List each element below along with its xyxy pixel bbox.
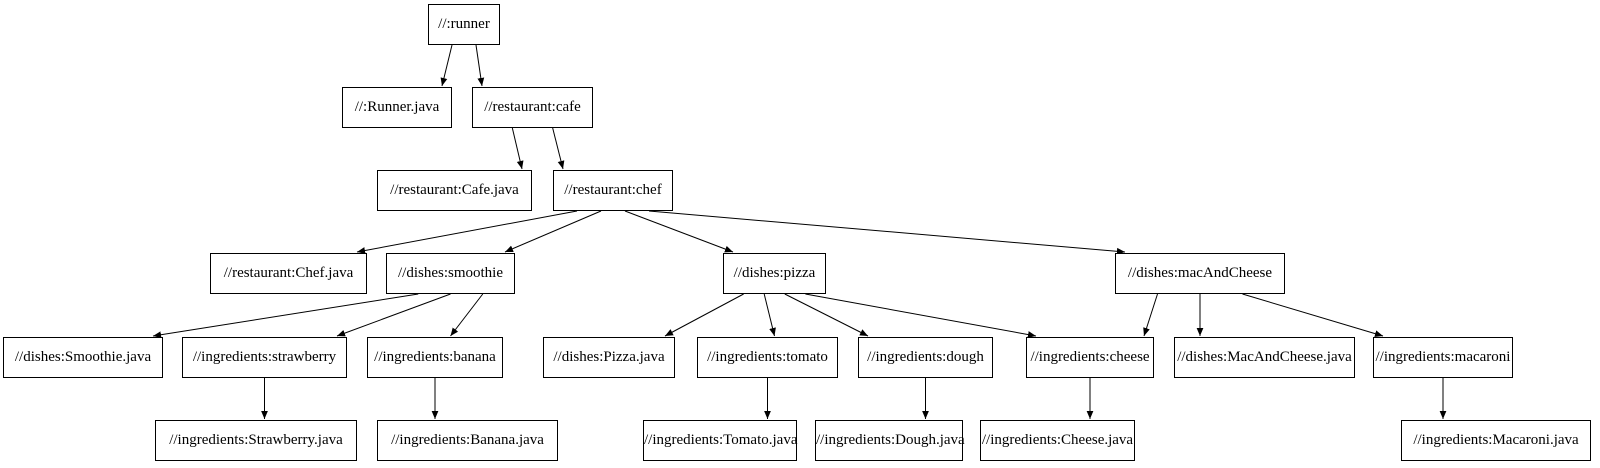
edge-smoothie-to-banana [450,293,484,337]
edge-chef-to-smoothie [504,210,602,253]
graph-node-tomato-java: //ingredients:Tomato.java [643,420,798,461]
edge-runner-to-runner-java [440,44,453,87]
graph-node-smoothie: //dishes:smoothie [386,253,515,294]
graph-node-mac-and-cheese: //dishes:macAndCheese [1115,253,1285,294]
graph-node-mac-and-cheese-java: //dishes:MacAndCheese.java [1174,337,1355,378]
graph-node-pizza: //dishes:pizza [723,253,826,294]
graph-node-chef: //restaurant:chef [553,170,673,211]
edge-runner-to-cafe [475,44,485,87]
edge-mac-and-cheese-to-macaroni [1242,293,1384,337]
edge-chef-to-mac-and-cheese [648,210,1126,255]
graph-node-dough: //ingredients:dough [858,337,993,378]
edge-pizza-to-cheese [805,293,1037,338]
graph-node-cheese: //ingredients:cheese [1026,337,1154,378]
edge-mac-and-cheese-to-cheese [1143,293,1158,337]
graph-node-runner-java: //:Runner.java [342,87,452,128]
edge-pizza-to-tomato [763,293,776,337]
graph-node-banana-java: //ingredients:Banana.java [377,420,558,461]
edge-group [152,44,1447,419]
graph-node-runner: //:runner [428,4,500,45]
graph-node-strawberry-java: //ingredients:Strawberry.java [155,420,357,461]
graph-node-tomato: //ingredients:tomato [697,337,838,378]
edge-pizza-to-dough [784,293,869,337]
graph-node-cafe: //restaurant:cafe [472,87,593,128]
graph-node-pizza-java: //dishes:Pizza.java [543,337,675,378]
graph-node-macaroni: //ingredients:macaroni [1373,337,1513,378]
graph-node-dough-java: //ingredients:Dough.java [815,420,965,461]
edge-pizza-to-pizza-java [664,293,744,337]
graph-node-cheese-java: //ingredients:Cheese.java [980,420,1135,461]
graph-node-smoothie-java: //dishes:Smoothie.java [3,337,163,378]
graph-node-chef-java: //restaurant:Chef.java [210,253,367,294]
edge-smoothie-to-smoothie-java [152,293,419,339]
graph-node-banana: //ingredients:banana [367,337,503,378]
edge-chef-to-pizza [624,210,734,253]
graph-node-strawberry: //ingredients:strawberry [182,337,347,378]
edge-cafe-to-chef [552,127,565,170]
graph-node-macaroni-java: //ingredients:Macaroni.java [1401,420,1591,461]
edge-smoothie-to-strawberry [336,293,451,337]
graph-node-cafe-java: //restaurant:Cafe.java [377,170,532,211]
edge-cafe-to-cafe-java [511,127,524,170]
edge-chef-to-chef-java [356,210,578,254]
